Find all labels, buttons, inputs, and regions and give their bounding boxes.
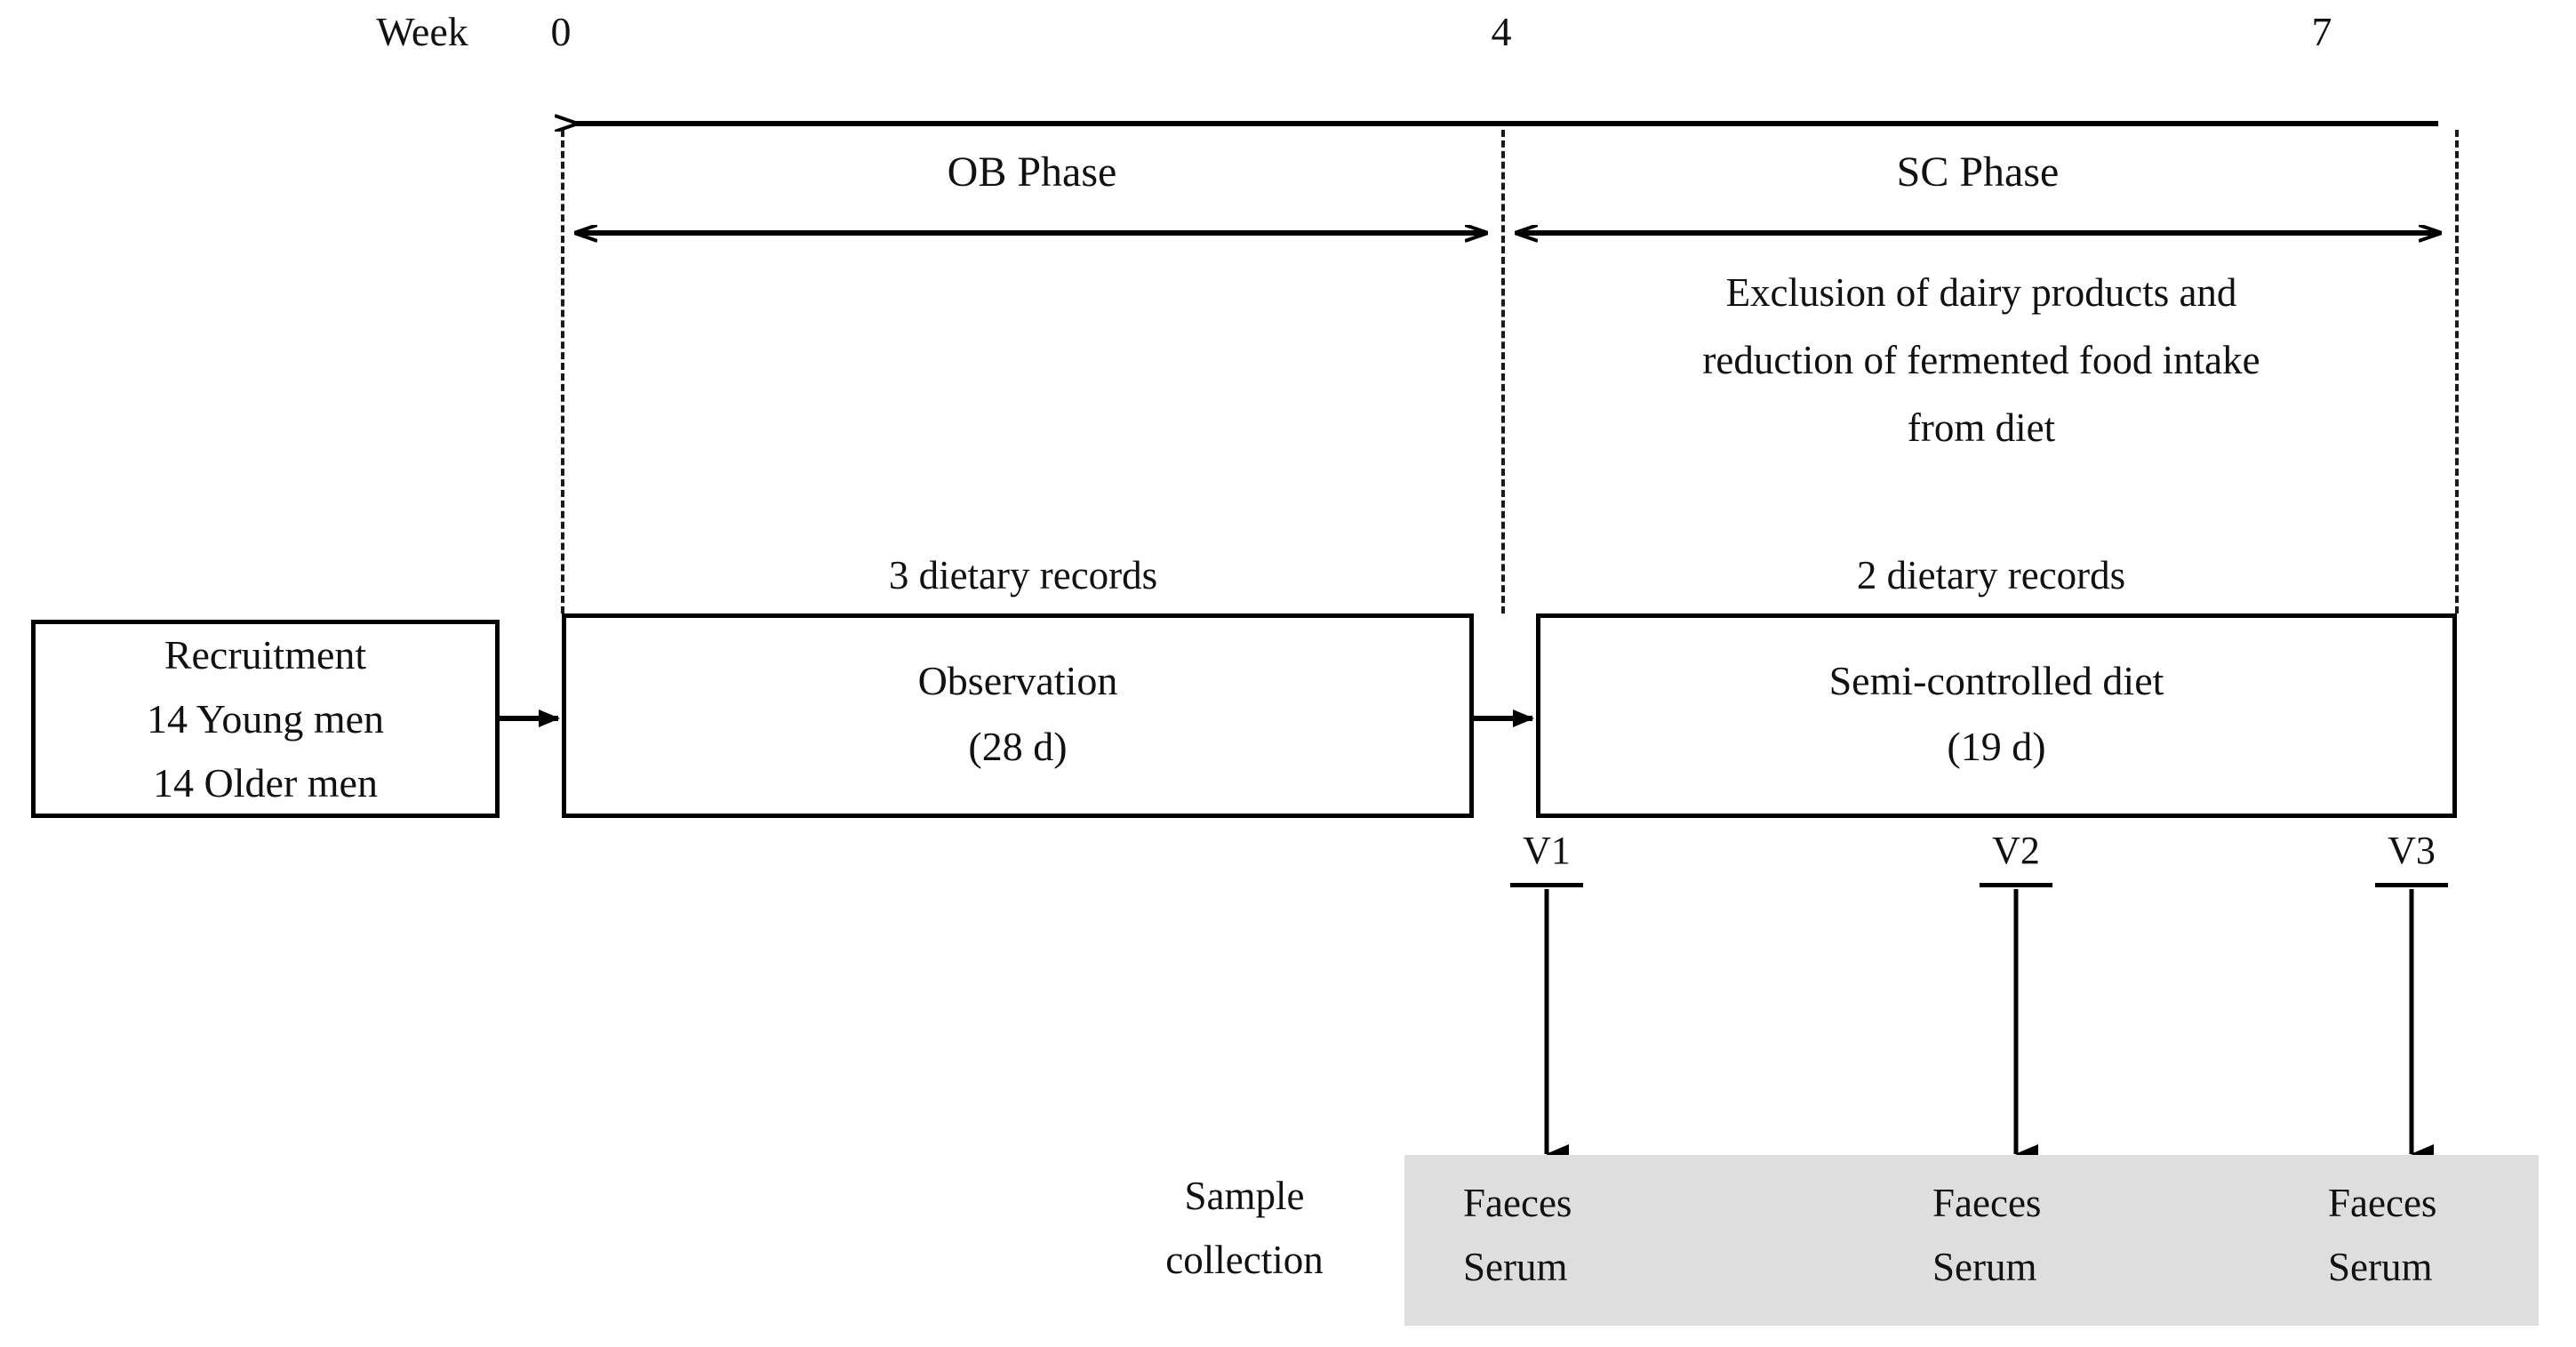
week-tick-7: 7 xyxy=(2311,9,2332,54)
sample-collection-label-line-1: Sample xyxy=(1184,1174,1305,1218)
ob-dietary-records-note: 3 dietary records xyxy=(888,553,1158,597)
sc-phase-description-line-3: from diet xyxy=(1907,405,2056,450)
week-tick-4: 4 xyxy=(1491,9,1512,54)
sample-v2-faeces: Faeces xyxy=(1932,1181,2042,1225)
sc-phase-label: SC Phase xyxy=(1896,148,2060,196)
semi-controlled-box-duration: (19 d) xyxy=(1947,724,2046,769)
recruitment-young-count: 14 Young men xyxy=(146,696,385,742)
observation-box-title: Observation xyxy=(917,658,1118,703)
visit-label-v2: V2 xyxy=(1992,829,2040,872)
week-7-rule xyxy=(2455,130,2459,613)
sample-collection-label-line-2: collection xyxy=(1165,1238,1324,1282)
visit-underline-v2 xyxy=(1980,883,2052,887)
recruitment-older-count: 14 Older men xyxy=(153,760,378,806)
recruitment-title: Recruitment xyxy=(164,632,367,678)
sc-dietary-records-note: 2 dietary records xyxy=(1856,553,2126,597)
week-4-rule xyxy=(1501,130,1505,613)
ob-phase-label: OB Phase xyxy=(947,148,1117,196)
sample-v2-serum: Serum xyxy=(1932,1245,2037,1289)
visit-label-v3: V3 xyxy=(2388,829,2436,872)
visit-underline-v3 xyxy=(2375,883,2448,887)
sample-collection-band xyxy=(1404,1155,2539,1326)
observation-box xyxy=(562,613,1474,818)
visit-label-v1: V1 xyxy=(1523,829,1571,872)
sample-v3-faeces: Faeces xyxy=(2328,1181,2437,1225)
sample-v3-serum: Serum xyxy=(2328,1245,2433,1289)
observation-box-duration: (28 d) xyxy=(968,724,1068,769)
week-tick-0: 0 xyxy=(550,9,572,54)
week-axis-label: Week xyxy=(376,9,468,54)
semi-controlled-box-title: Semi-controlled diet xyxy=(1828,658,2164,703)
sample-v1-serum: Serum xyxy=(1463,1245,1568,1289)
sc-phase-description-line-1: Exclusion of dairy products and xyxy=(1725,270,2237,315)
visit-underline-v1 xyxy=(1510,883,1583,887)
sample-v1-faeces: Faeces xyxy=(1463,1181,1572,1225)
sc-phase-description-line-2: reduction of fermented food intake xyxy=(1702,338,2260,382)
recruitment-box xyxy=(31,620,500,818)
semi-controlled-diet-box xyxy=(1536,613,2457,818)
week-0-rule xyxy=(561,130,564,613)
